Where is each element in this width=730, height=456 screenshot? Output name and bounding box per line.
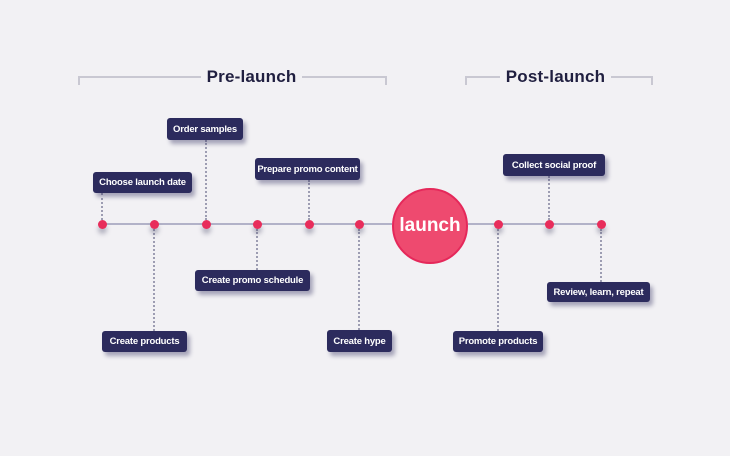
connector-collect-social-proof (548, 176, 550, 220)
phase-bracket-post-launch: Post-launch (465, 67, 653, 86)
timeline-dot (252, 219, 262, 229)
milestone-label-prepare-promo-content: Prepare promo content (255, 158, 360, 180)
timeline-dot (354, 219, 364, 229)
bracket-line (302, 76, 387, 78)
timeline-dot (201, 219, 211, 229)
milestone-label-collect-social-proof: Collect social proof (503, 154, 605, 176)
connector-create-promo-schedule (256, 229, 258, 270)
timeline-line-left (102, 223, 392, 225)
phase-bracket-pre-launch: Pre-launch (78, 67, 387, 86)
connector-order-samples (205, 140, 207, 220)
milestone-label-create-products: Create products (102, 331, 187, 352)
timeline-line-right (468, 223, 601, 225)
bracket-line (611, 76, 653, 78)
milestone-label-create-hype: Create hype (327, 330, 392, 352)
bracket-tick (78, 76, 80, 85)
timeline-dot (149, 219, 159, 229)
bracket-tick (465, 76, 467, 85)
connector-create-products (153, 229, 155, 331)
connector-prepare-promo-content (308, 180, 310, 220)
timeline-dot (544, 219, 554, 229)
bracket-tick (651, 76, 653, 85)
connector-choose-launch-date (101, 193, 103, 220)
launch-circle: launch (392, 188, 468, 264)
bracket-line (78, 76, 201, 78)
milestone-label-review-learn-repeat: Review, learn, repeat (547, 282, 650, 302)
timeline-dot (493, 219, 503, 229)
bracket-line (465, 76, 500, 78)
connector-promote-products (497, 229, 499, 331)
milestone-label-create-promo-schedule: Create promo schedule (195, 270, 310, 291)
timeline-dot (596, 219, 606, 229)
timeline-dot (304, 219, 314, 229)
connector-review-learn-repeat (600, 229, 602, 282)
milestone-label-choose-launch-date: Choose launch date (93, 172, 192, 193)
milestone-label-promote-products: Promote products (453, 331, 543, 352)
milestone-label-order-samples: Order samples (167, 118, 243, 140)
phase-label-post-launch: Post-launch (505, 67, 606, 86)
connector-create-hype (358, 229, 360, 330)
phase-label-pre-launch: Pre-launch (206, 67, 297, 86)
bracket-tick (385, 76, 387, 85)
timeline-dot (97, 219, 107, 229)
